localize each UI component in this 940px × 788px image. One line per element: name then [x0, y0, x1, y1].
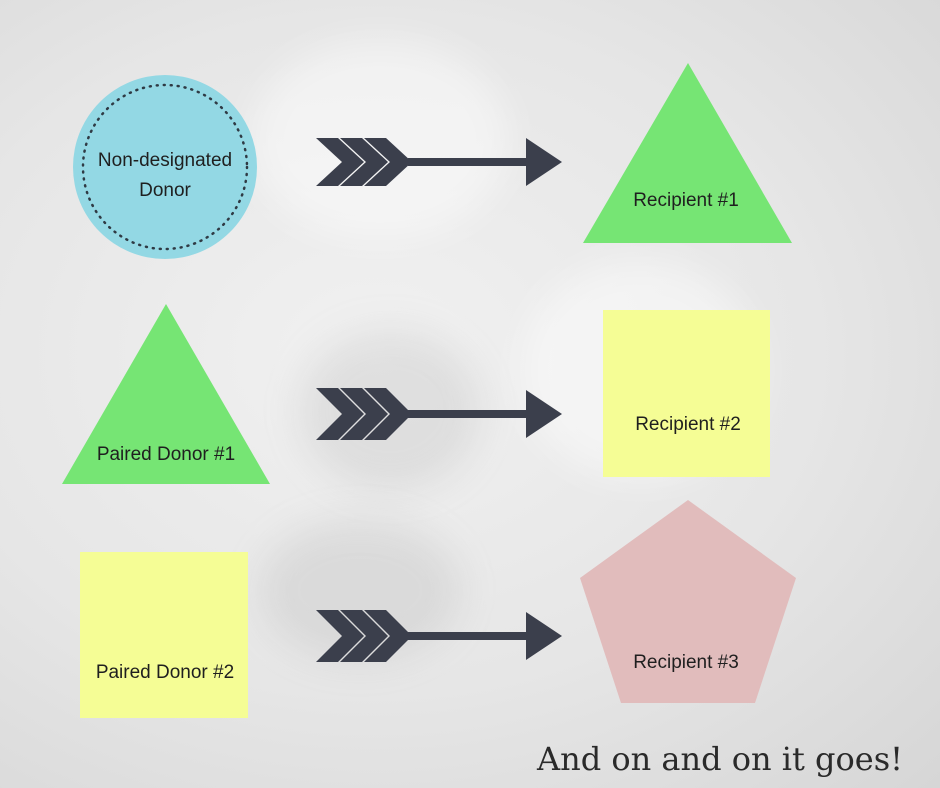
recipient-1-triangle — [583, 63, 792, 243]
tagline: And on and on it goes! — [536, 740, 904, 778]
recipient-3-pentagon — [580, 500, 796, 703]
non-designated-donor-label: Non-designated Donor — [65, 146, 265, 206]
non-designated-donor-label-line-2: Donor — [139, 180, 191, 201]
paired-donor-2-label: Paired Donor #2 — [95, 662, 235, 683]
recipient-1-label: Recipient #1 — [633, 190, 739, 211]
paired-donor-1-triangle — [62, 304, 270, 484]
recipient-3-label: Recipient #3 — [633, 652, 739, 673]
paired-donor-1-label: Paired Donor #1 — [96, 444, 236, 465]
paired-donor-2-square — [80, 552, 248, 718]
arrow-3 — [316, 610, 562, 662]
non-designated-donor-dotted-ring — [81, 83, 249, 251]
recipient-2-label: Recipient #2 — [635, 414, 741, 435]
recipient-2-square — [603, 310, 770, 477]
non-designated-donor-circle — [73, 75, 257, 259]
arrow-2 — [316, 388, 562, 440]
arrow-1 — [316, 138, 562, 186]
non-designated-donor-label-line-1: Non-designated — [97, 150, 233, 171]
